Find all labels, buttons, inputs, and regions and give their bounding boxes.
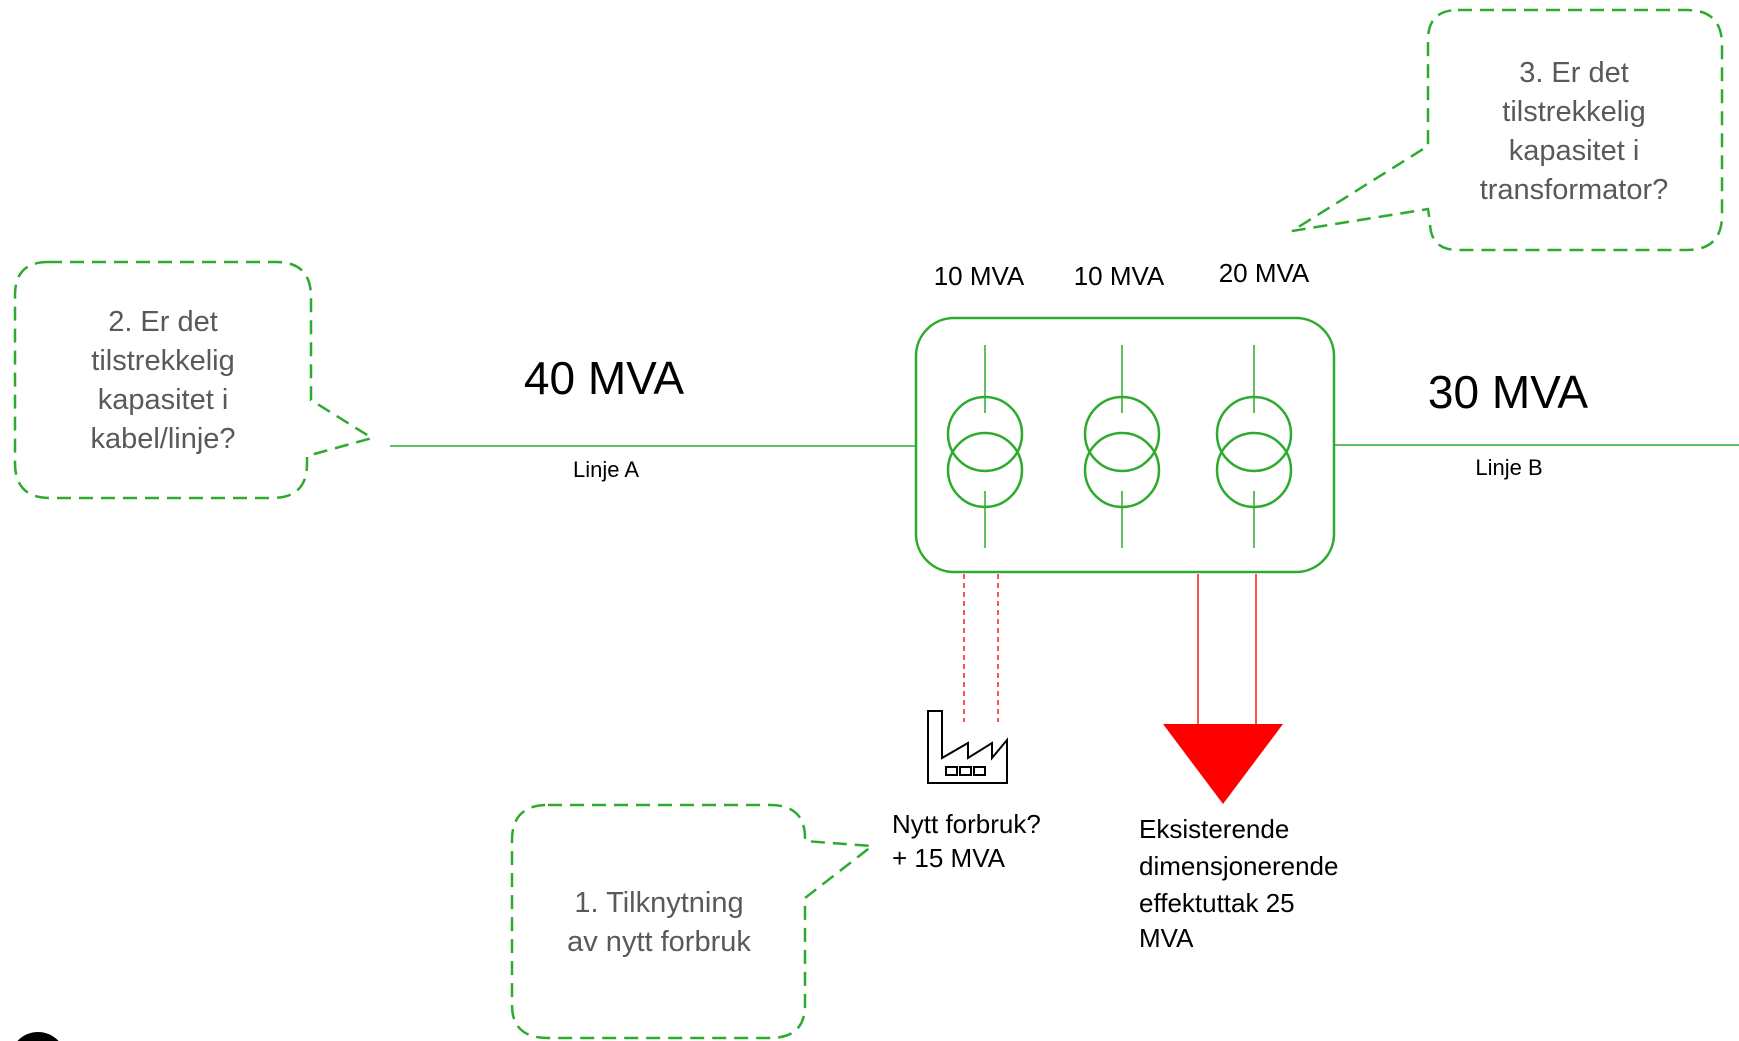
callout-3-line-1: 3. Er det [1519, 57, 1629, 89]
existing-load-label-line-4: MVA [1139, 923, 1194, 953]
callout-1-bubble [510, 803, 876, 1040]
callout-3-line-4: transformator? [1480, 174, 1669, 206]
new-load-label-line-2: + 15 MVA [892, 843, 1006, 873]
load-triangle-icon [1163, 724, 1283, 804]
callout-1-line-2: av nytt forbruk [567, 926, 751, 958]
transformer-1-rating: 10 MVA [934, 261, 1025, 291]
line-a: 40 MVA Linje A [390, 352, 916, 482]
existing-load-label-line-3: effektuttak 25 [1139, 888, 1295, 918]
callout-2-line-4: kabel/linje? [90, 423, 235, 455]
new-load-label-line-1: Nytt forbruk? [892, 809, 1041, 839]
factory-icon [927, 710, 1008, 784]
line-a-capacity: 40 MVA [524, 352, 685, 404]
transformer-2-rating: 10 MVA [1074, 261, 1165, 291]
factory-window-1 [945, 766, 958, 776]
factory-window-3 [973, 766, 986, 776]
callout-3-line-2: tilstrekkelig [1502, 96, 1645, 128]
transformer-3-rating: 20 MVA [1219, 258, 1310, 288]
line-a-name: Linje A [573, 457, 639, 482]
callout-3-line-3: kapasitet i [1509, 135, 1640, 167]
substation: 10 MVA 10 MVA 20 MVA [914, 258, 1336, 574]
substation-box [914, 316, 1336, 574]
callout-3-bubble [1291, 8, 1724, 252]
line-b-capacity: 30 MVA [1428, 366, 1589, 418]
factory-outline [927, 710, 1008, 784]
callout-transformer-capacity: 3. Er det tilstrekkelig kapasitet i tran… [1291, 8, 1724, 252]
line-b: 30 MVA Linje B [1334, 366, 1739, 480]
transformer-3-winding-top [1215, 395, 1293, 473]
callout-2-line-3: kapasitet i [98, 384, 229, 416]
existing-load-label-line-2: dimensjonerende [1139, 851, 1338, 881]
transformer-1: 10 MVA [934, 261, 1025, 548]
factory-window-2 [959, 766, 972, 776]
transformer-3: 20 MVA [1215, 258, 1310, 548]
callout-1-line-1: 1. Tilknytning [574, 887, 743, 919]
existing-load-feeder [1197, 574, 1257, 724]
transformer-2: 10 MVA [1074, 261, 1165, 548]
callout-new-connection: 1. Tilknytning av nytt forbruk [510, 803, 876, 1040]
callout-2-bubble [13, 260, 376, 500]
callout-2-line-2: tilstrekkelig [91, 345, 234, 377]
transformer-1-winding-top [946, 395, 1024, 473]
existing-load-label-line-1: Eksisterende [1139, 814, 1289, 844]
callout-2-line-1: 2. Er det [108, 306, 218, 338]
edge-dot [17, 1032, 59, 1041]
line-b-name: Linje B [1475, 455, 1542, 480]
new-load-feeder [963, 574, 999, 722]
callout-line-capacity: 2. Er det tilstrekkelig kapasitet i kabe… [13, 260, 376, 500]
transformer-2-winding-top [1083, 395, 1161, 473]
